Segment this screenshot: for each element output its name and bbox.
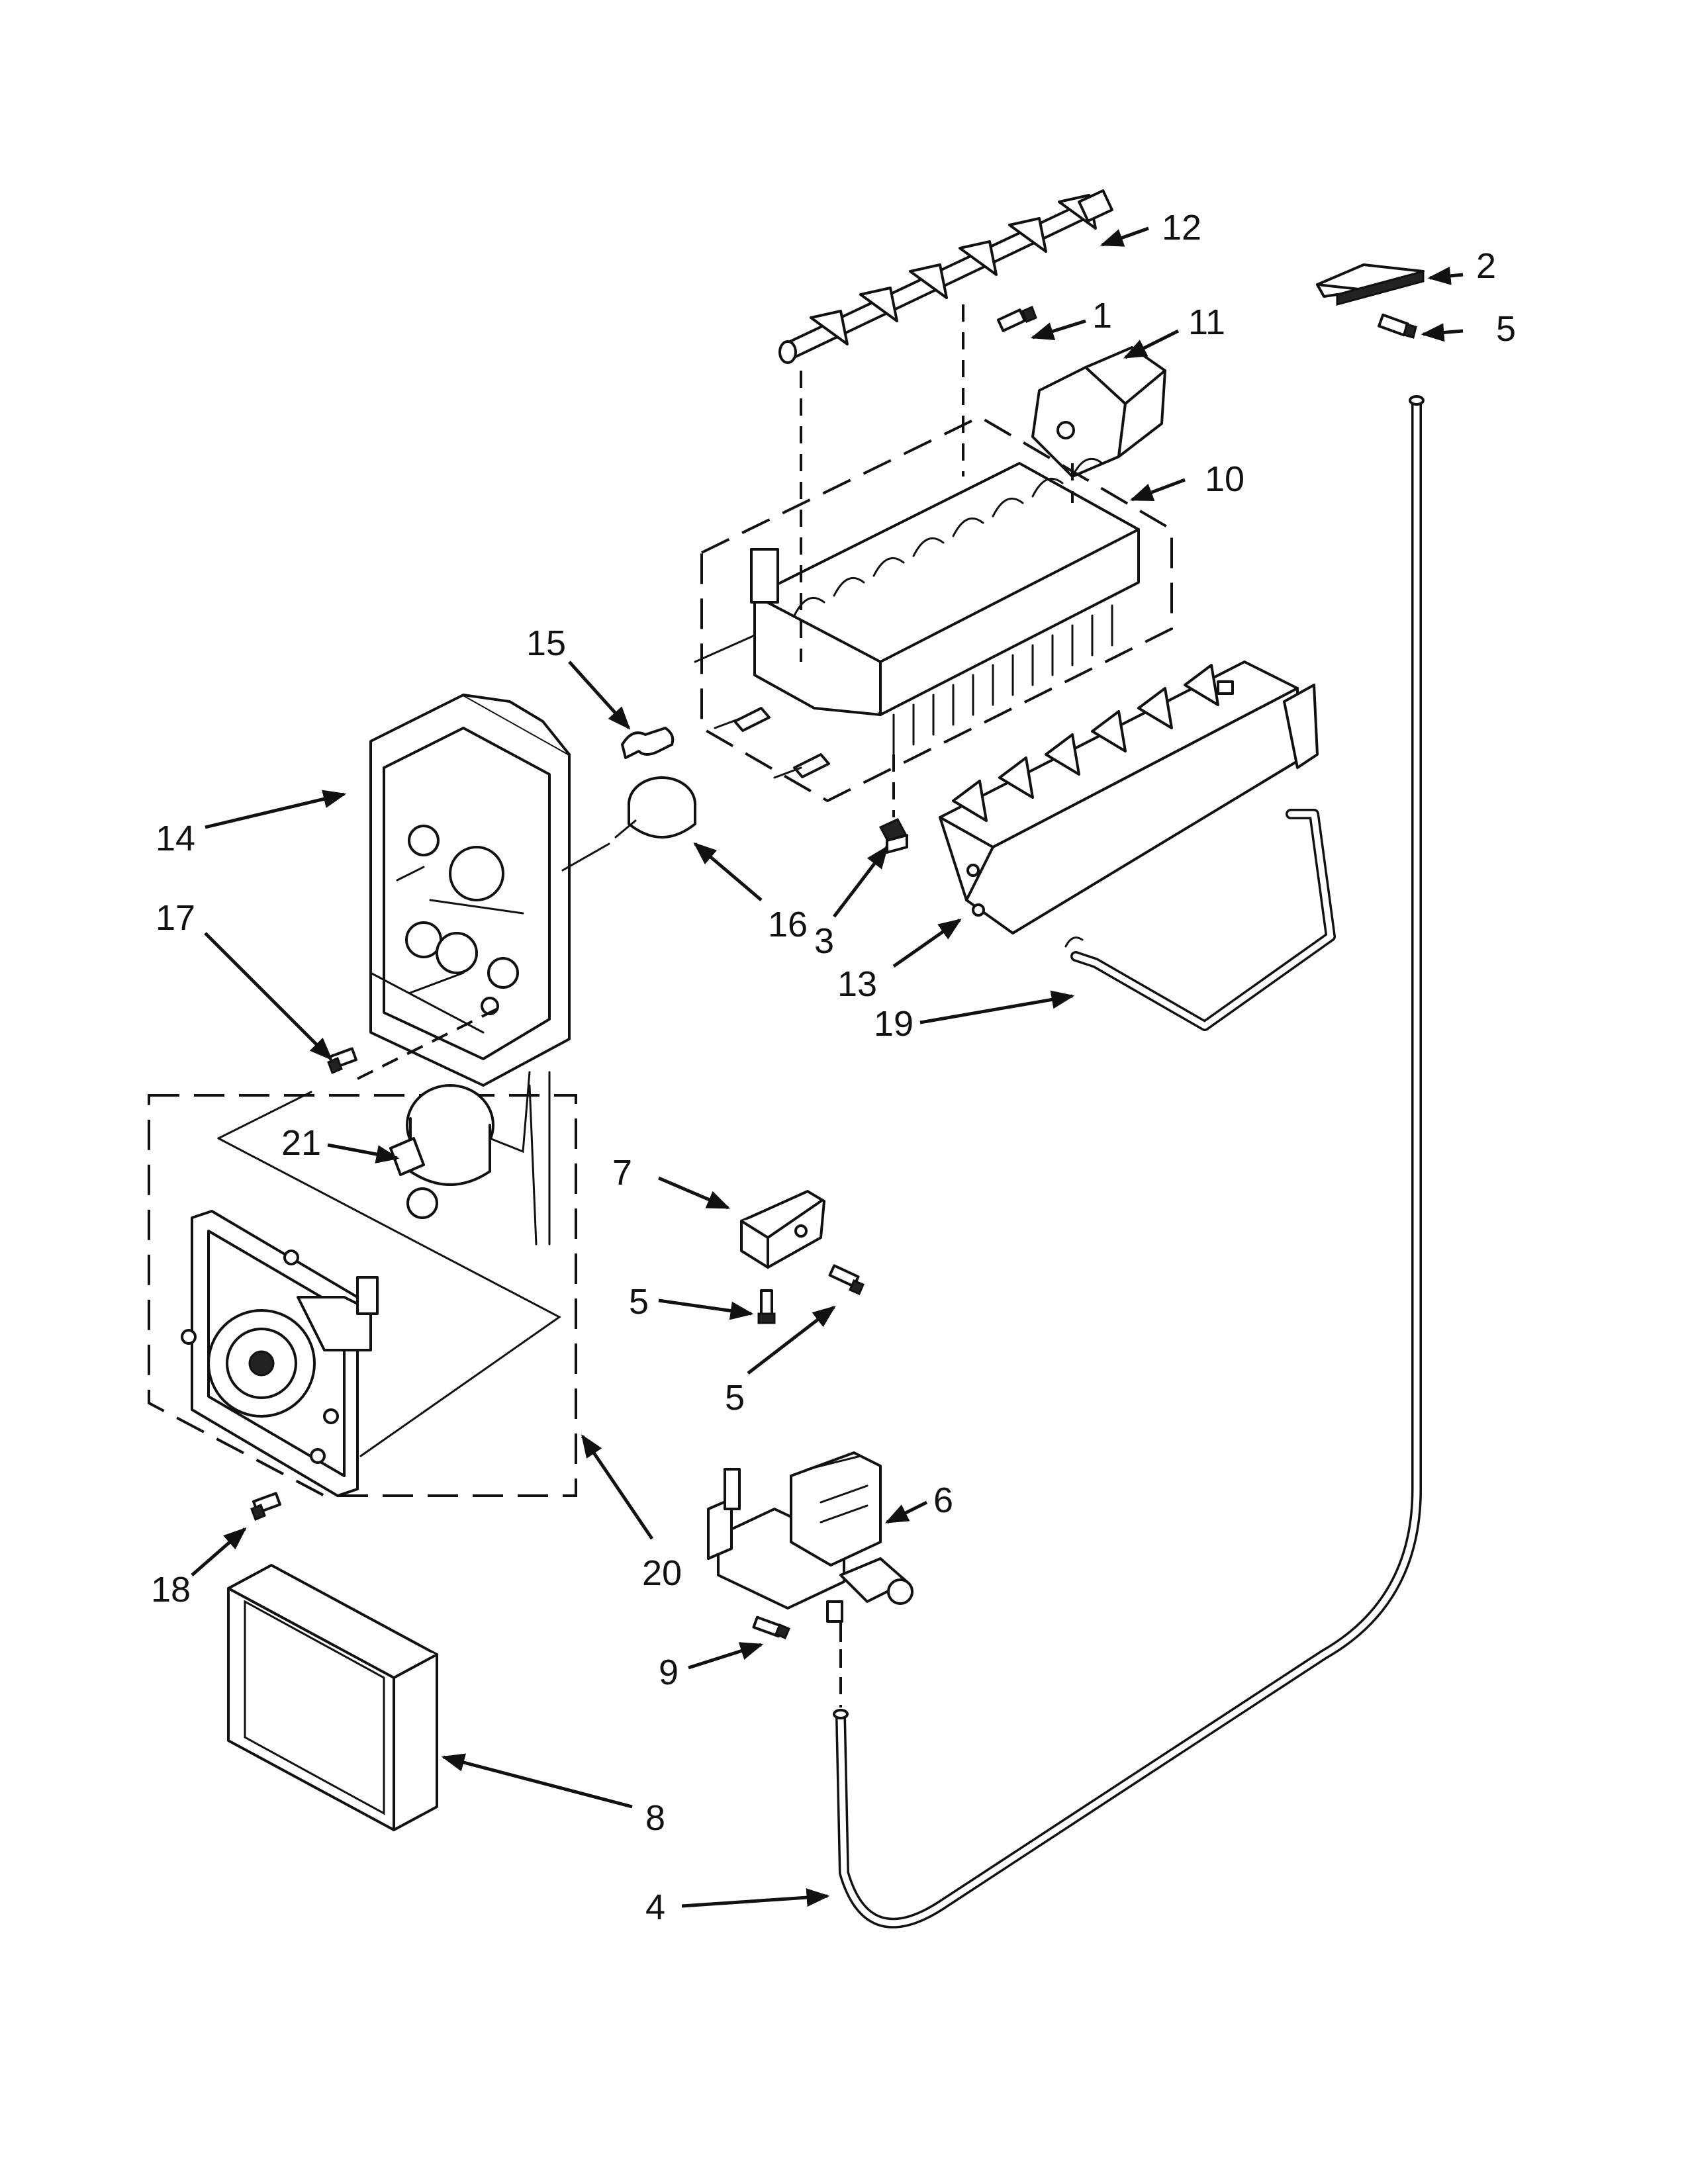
callout-16: 16 [768,905,808,944]
callout-14: 14 [156,819,195,858]
callout-18: 18 [151,1570,191,1610]
part-8-insulation-pad[interactable] [227,1564,438,1831]
callout-12: 12 [1162,208,1201,248]
part-5-screw-b[interactable] [828,1264,865,1295]
callout-8: 8 [645,1798,665,1838]
part-11-bracket[interactable] [1031,346,1166,478]
callout-9: 9 [659,1653,679,1692]
part-20-motor-assembly[interactable] [148,1091,577,1497]
part-17-screw[interactable] [327,1047,357,1074]
callout-5-top: 5 [1496,309,1516,349]
part-19-shutoff-arm[interactable] [1064,809,1336,1031]
callout-10: 10 [1205,459,1244,499]
part-3-clip[interactable] [878,754,909,854]
part-5-screw-top[interactable] [1378,313,1417,339]
callout-2: 2 [1476,246,1496,286]
part-9-screw[interactable] [752,1615,790,1639]
callout-7: 7 [612,1153,632,1193]
callout-labels: 12 1 11 10 2 5 15 14 16 3 13 19 17 21 7 … [151,208,1516,1927]
part-18-screw[interactable] [250,1492,281,1521]
callout-4: 4 [645,1888,665,1927]
callout-20: 20 [642,1553,682,1593]
callout-leaders [191,226,1464,1908]
callout-5-b: 5 [725,1378,745,1418]
part-2-bracket[interactable] [1316,263,1425,306]
callout-1: 1 [1092,296,1112,336]
part-10-ice-mold[interactable] [694,415,1173,803]
callout-21: 21 [281,1123,321,1163]
part-13-ice-bin[interactable] [939,660,1319,934]
callout-19: 19 [874,1004,914,1044]
part-6-water-valve[interactable] [707,1451,914,1668]
part-14-control-housing[interactable] [357,694,571,1087]
callout-11: 11 [1188,302,1225,342]
part-5-screw-a[interactable] [757,1289,776,1324]
callout-6: 6 [933,1480,953,1520]
callout-15: 15 [526,623,566,663]
part-1-screw[interactable] [996,306,1037,332]
callout-17: 17 [156,898,195,938]
callout-5-a: 5 [629,1282,649,1322]
part-16-thermostat[interactable] [561,776,696,872]
callout-13: 13 [837,964,877,1004]
part-15-clip[interactable] [621,727,675,759]
part-21-motor[interactable] [389,1071,551,1246]
part-7-bracket[interactable] [740,1190,825,1269]
callout-3: 3 [814,921,834,961]
part-12-ejector-shaft[interactable] [778,189,1113,364]
